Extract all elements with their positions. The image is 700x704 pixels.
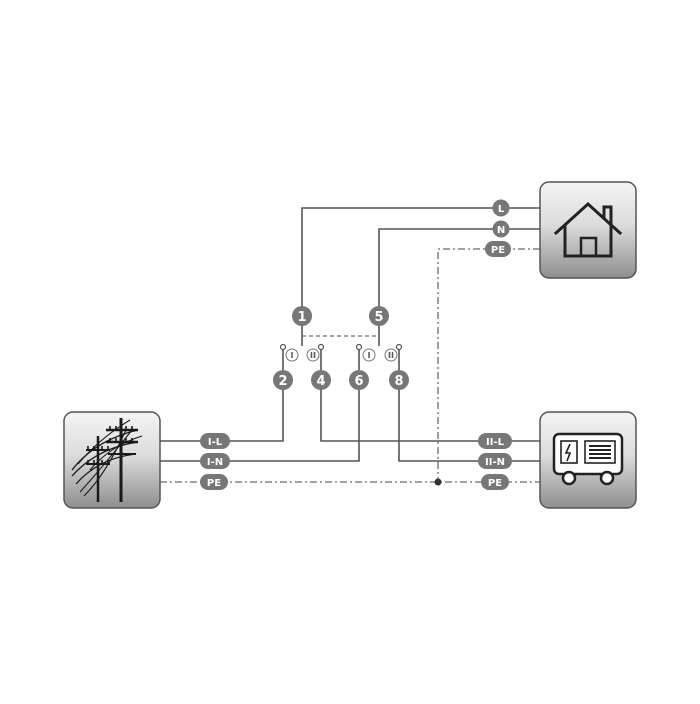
tag-grid-pe-text: PE	[207, 478, 221, 489]
tag-gen-n-text: II-N	[485, 457, 505, 468]
pe-junction-dot	[434, 478, 442, 486]
tag-house-pe-text: PE	[491, 245, 505, 256]
tag-grid-pe	[200, 474, 228, 490]
terminal-badge-5	[369, 306, 389, 326]
terminal-badge-1	[292, 306, 312, 326]
wire-gen-l	[320, 390, 540, 442]
tag-gen-l-text: II-L	[486, 437, 505, 448]
position-label-circle	[285, 348, 299, 362]
contact-2	[279, 343, 287, 351]
generator-icon	[552, 432, 624, 486]
generator-tags: II-L II-N PE	[478, 433, 512, 490]
contact-8	[395, 343, 403, 351]
contact-6	[355, 343, 363, 351]
position-label-circle	[306, 348, 320, 362]
position-label-circle	[362, 348, 376, 362]
house-box	[539, 181, 637, 279]
position-label-1: I	[291, 351, 294, 360]
tag-house-l	[492, 199, 510, 217]
house-icon	[553, 201, 623, 258]
terminal-badges: 1 5 2 4 6 8	[273, 306, 409, 390]
terminal-badge-6	[349, 370, 369, 390]
position-label-4: II	[388, 351, 394, 360]
terminal-label-2: 2	[278, 374, 287, 389]
terminal-label-4: 4	[316, 374, 325, 389]
wire-house-l	[301, 207, 540, 310]
contact-4	[317, 343, 325, 351]
position-label-circle	[384, 348, 398, 362]
terminal-label-8: 8	[394, 374, 403, 389]
tag-gen-l	[478, 433, 512, 449]
tag-house-n	[492, 220, 510, 238]
terminal-label-1: 1	[297, 310, 306, 325]
wire-house-n	[378, 228, 540, 310]
tag-gen-pe-text: PE	[488, 478, 502, 489]
generator-box	[539, 411, 637, 509]
tag-grid-l	[200, 433, 230, 449]
tag-house-n-text: N	[497, 225, 505, 236]
power-lines-icon	[71, 418, 143, 502]
wire-grid-n	[160, 390, 360, 462]
switch-contacts: I II I II	[279, 343, 403, 362]
tag-gen-pe	[481, 474, 509, 490]
grid-tags: I-L I-N PE	[200, 433, 230, 490]
tag-grid-n	[200, 453, 230, 469]
tag-house-pe	[485, 241, 511, 257]
tag-grid-l-text: I-L	[208, 437, 223, 448]
terminal-badge-4	[311, 370, 331, 390]
position-label-3: I	[368, 351, 371, 360]
terminal-badge-2	[273, 370, 293, 390]
position-label-2: II	[310, 351, 316, 360]
grid-box	[63, 411, 161, 509]
tag-grid-n-text: I-N	[207, 457, 223, 468]
tag-gen-n	[478, 453, 512, 469]
wire-gen-n	[398, 390, 540, 462]
terminal-label-6: 6	[354, 374, 363, 389]
terminal-label-5: 5	[374, 310, 383, 325]
tag-house-l-text: L	[498, 204, 505, 215]
terminal-badge-8	[389, 370, 409, 390]
house-tags: L N PE	[485, 199, 511, 257]
